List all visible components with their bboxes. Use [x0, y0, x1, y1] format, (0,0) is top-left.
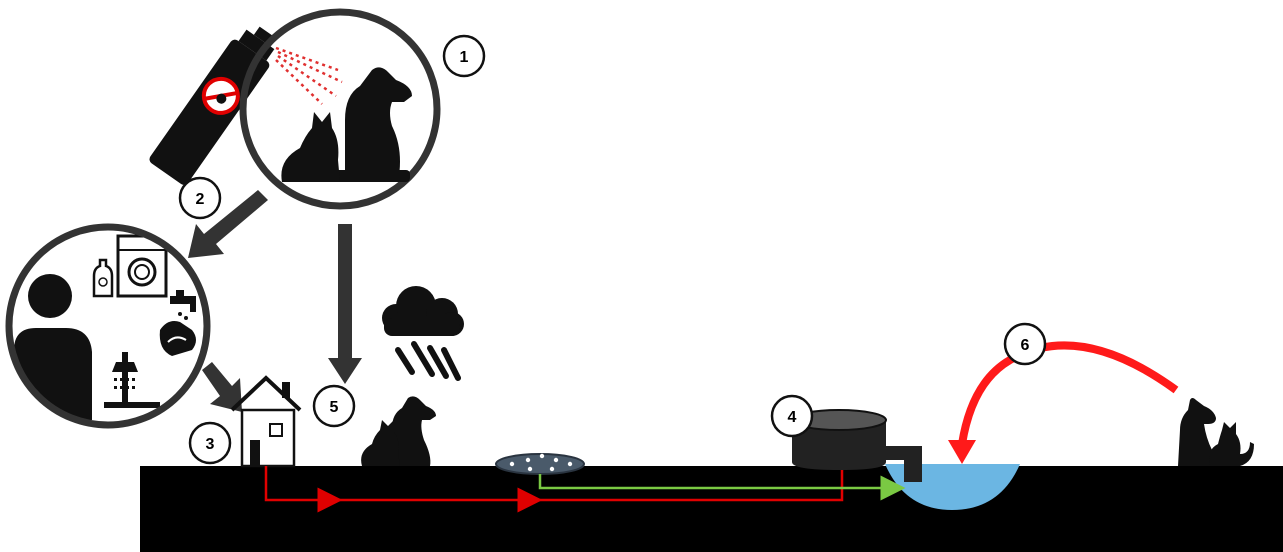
step-2-label: 2: [196, 191, 205, 208]
step-6-label: 6: [1021, 337, 1030, 354]
ground: [140, 466, 1283, 552]
arrow-pets-to-outdoor: [328, 224, 362, 384]
step-1-label: 1: [460, 49, 469, 66]
person-icon: [14, 274, 92, 420]
hand-washing-icon: [160, 312, 196, 356]
rain-cloud-icon: [382, 286, 464, 378]
step-3-label: 3: [206, 436, 215, 453]
step-5-label: 5: [330, 399, 339, 416]
reentry-arc: [962, 345, 1176, 444]
shower-icon: [104, 352, 160, 408]
house-icon: [232, 378, 300, 466]
cat-icon: [281, 112, 340, 182]
outdoor-dog-icon: [392, 396, 436, 466]
step-4-label: 4: [788, 409, 797, 426]
detergent-bottle-icon: [94, 260, 112, 296]
waterside-cat-icon: [1209, 422, 1254, 466]
storm-drain-icon: [496, 454, 584, 474]
spray-mist: [276, 48, 342, 104]
faucet-icon: [170, 290, 196, 312]
reentry-arrowhead: [948, 440, 976, 464]
